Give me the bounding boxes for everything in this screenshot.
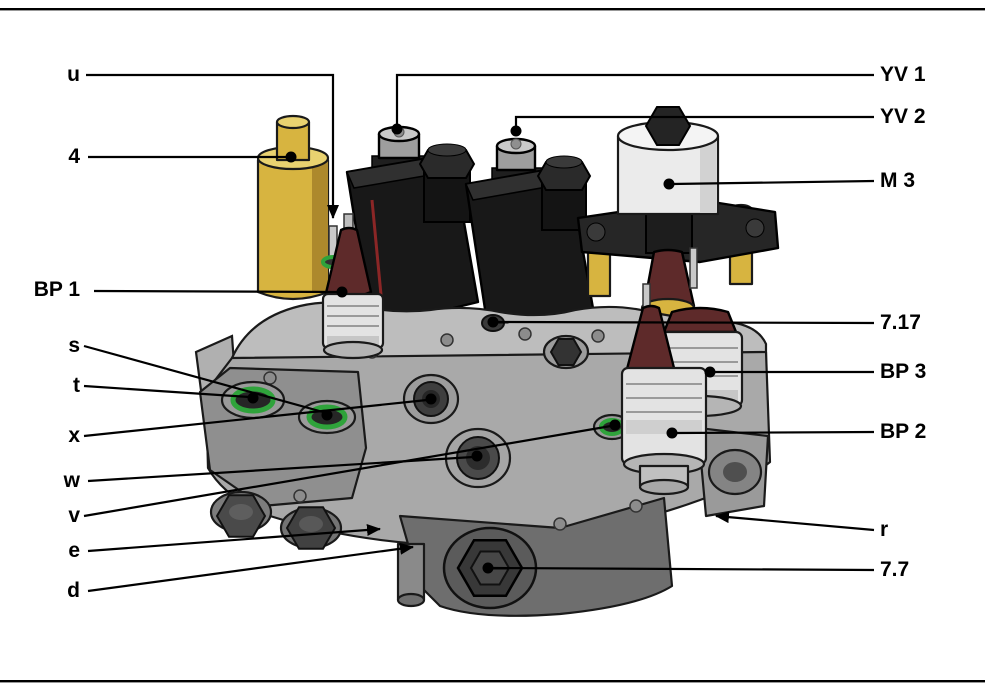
hex-socket-icon <box>549 338 583 366</box>
leader-d <box>87 542 414 593</box>
leader-bp1 <box>93 289 339 294</box>
callout-7-17: 7.17 <box>880 311 921 334</box>
leader-yv2 <box>514 115 874 127</box>
leader-u <box>86 73 339 219</box>
rear-cap-2 <box>536 155 592 231</box>
callout-x: x <box>68 424 80 447</box>
valve-bp2 <box>620 283 708 496</box>
callout-bp1: BP 1 <box>33 278 80 301</box>
leader-r <box>715 511 875 532</box>
top-frame-line <box>0 8 985 11</box>
leader-t <box>83 384 250 399</box>
valve-block-illustration <box>194 106 780 617</box>
callout-m3: M 3 <box>880 169 916 192</box>
rear-cap-1 <box>418 143 476 223</box>
leader-m3 <box>671 179 875 186</box>
leader-s <box>83 344 324 414</box>
leader-yv1 <box>395 73 874 124</box>
callout-w: w <box>63 469 80 492</box>
leader-bp2 <box>675 430 875 435</box>
bottom-frame-line <box>0 680 985 683</box>
callout-yv2: YV 2 <box>880 105 926 128</box>
callout-v: v <box>68 504 80 527</box>
motor-m3 <box>576 106 780 319</box>
drain-plugs <box>209 490 343 550</box>
accumulator-4 <box>256 114 330 301</box>
leader-7-17 <box>497 320 875 325</box>
motor-hex-knob <box>644 106 692 146</box>
leader-x <box>83 398 428 438</box>
callout-r: r <box>880 518 889 541</box>
callout-t: t <box>73 374 80 397</box>
leader-v <box>83 424 612 518</box>
leader-lines <box>83 73 875 593</box>
leader-7-7 <box>492 566 875 572</box>
callout-e: e <box>68 539 80 562</box>
valve-bp1 <box>321 213 385 360</box>
callout-yv1: YV 1 <box>880 63 926 86</box>
callout-4: 4 <box>68 145 80 168</box>
callout-7-7: 7.7 <box>880 558 910 581</box>
callout-bp3: BP 3 <box>880 360 927 383</box>
leader-e <box>87 523 381 553</box>
callout-bp2: BP 2 <box>880 420 927 443</box>
callout-u: u <box>67 63 80 86</box>
callout-s: s <box>68 334 80 357</box>
callout-d: d <box>67 579 80 602</box>
